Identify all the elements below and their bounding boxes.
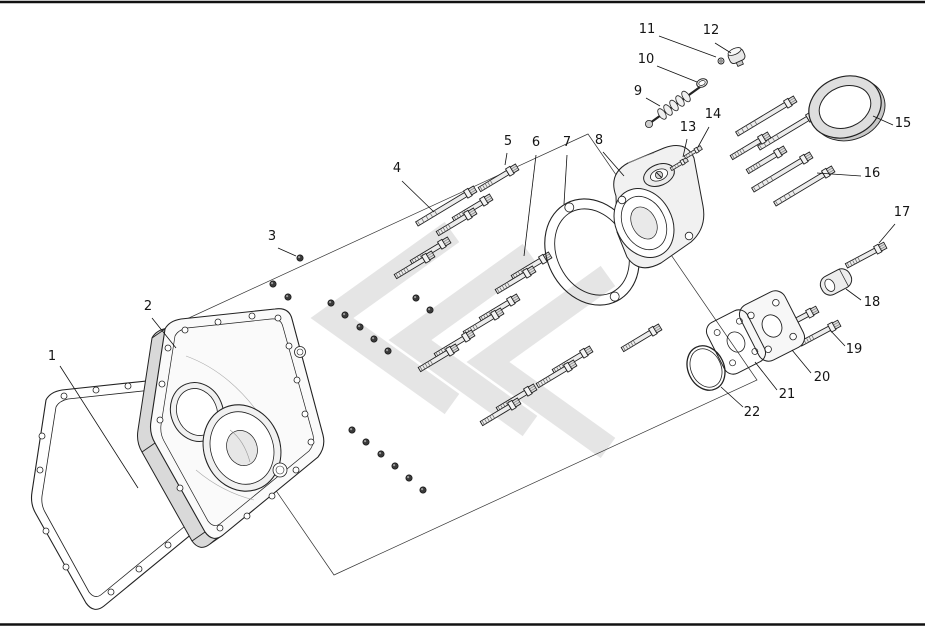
callout-3: 3 (268, 229, 276, 244)
bolt (534, 358, 578, 390)
callout-13: 13 (680, 120, 697, 135)
bolt-part-4 (414, 184, 478, 228)
callout-15: 15 (895, 116, 912, 131)
leader-line-21 (754, 361, 778, 391)
detent-ball (645, 120, 654, 129)
leader-line-18 (845, 288, 862, 301)
callout-17: 17 (894, 205, 911, 220)
callout-9: 9 (634, 84, 642, 99)
bolt (619, 322, 663, 354)
bolt-part-19 (798, 319, 842, 348)
part-11-pin (717, 57, 725, 65)
callout-8: 8 (595, 133, 603, 148)
leader-line-22 (720, 386, 744, 408)
leader-line-9 (645, 97, 661, 107)
bolt-part-17 (844, 241, 888, 270)
callout-18: 18 (864, 295, 881, 310)
leader-line-11 (658, 35, 717, 58)
cover-bearing-bores (169, 346, 306, 492)
leader-line-20 (791, 349, 812, 374)
spring-coils (657, 90, 691, 120)
callout-5: 5 (504, 134, 512, 149)
callout-16: 16 (864, 166, 881, 181)
leader-line-12 (714, 42, 732, 54)
part-22-o-ring (686, 345, 726, 391)
leader-line-10 (656, 65, 698, 83)
leader-line-14 (697, 126, 710, 148)
callout-21: 21 (779, 387, 796, 402)
leader-line-3 (277, 247, 297, 257)
callout-labels: 1 2 3 4 5 6 7 8 9 10 11 12 13 14 15 16 1… (48, 22, 911, 420)
leader-line-6 (523, 154, 537, 257)
callout-12: 12 (703, 23, 720, 38)
callout-14: 14 (705, 107, 722, 122)
callout-7: 7 (563, 135, 571, 150)
part-8-housing (613, 145, 705, 269)
leader-line-5 (504, 152, 508, 166)
callout-10: 10 (638, 52, 655, 67)
leader-line-17 (878, 223, 896, 244)
callout-11: 11 (639, 22, 656, 37)
part-15-seal-ring (808, 75, 886, 142)
leader-line-2 (151, 317, 177, 349)
callout-2: 2 (144, 299, 152, 314)
leader-line-19 (829, 329, 846, 347)
leader-line-7 (563, 154, 568, 205)
leader-line-1 (59, 365, 139, 489)
leader-line-4 (401, 180, 435, 213)
callout-22: 22 (744, 405, 761, 420)
part-2-cover-plate (137, 308, 325, 548)
callout-6: 6 (532, 135, 540, 150)
bolt-part-5 (476, 162, 520, 194)
part-18-spacer (819, 268, 853, 296)
part-9-detent-spring (645, 86, 701, 129)
leader-line-16 (816, 172, 862, 177)
leader-lines (59, 35, 896, 489)
part-12-breather-cap (727, 47, 746, 67)
callout-1: 1 (48, 349, 56, 364)
cover-rim-holes (156, 312, 315, 532)
callout-4: 4 (393, 161, 401, 176)
leader-line-15 (872, 115, 894, 126)
part-10-washer (696, 78, 708, 88)
callout-20: 20 (814, 370, 831, 385)
part-20-end-cover (738, 290, 806, 362)
leader-line-13 (682, 138, 688, 158)
leader-line-8 (602, 151, 625, 177)
projection-plane-outline (164, 133, 758, 576)
callout-19: 19 (846, 342, 863, 357)
